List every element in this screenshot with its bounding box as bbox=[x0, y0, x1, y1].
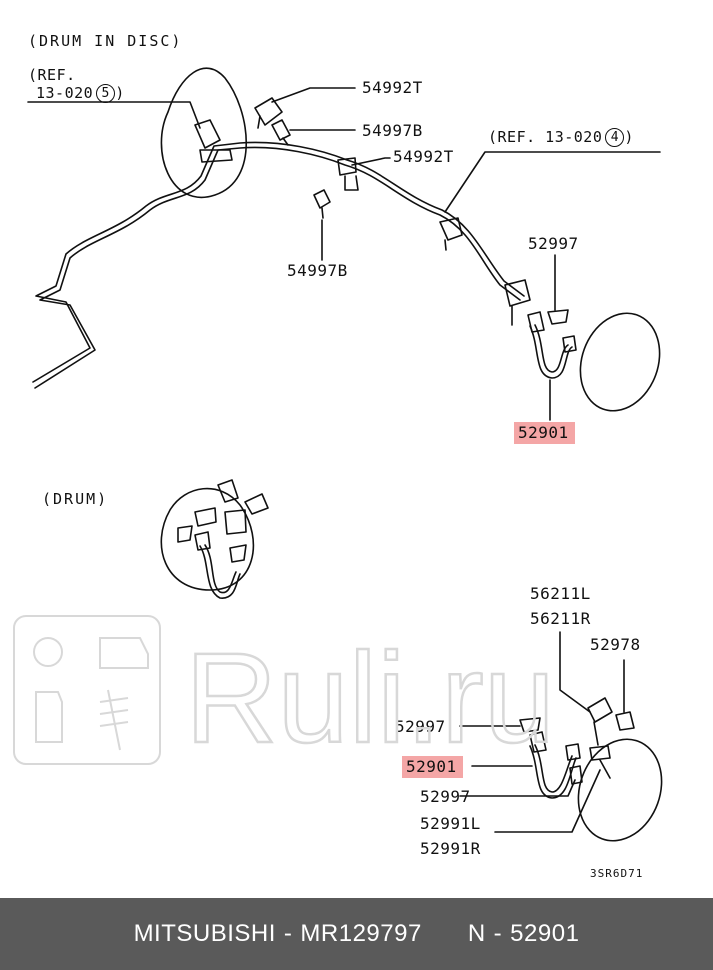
ref-left-code: 13-020 bbox=[36, 84, 94, 102]
footer-bar: MITSUBISHI - MR129797 N - 52901 bbox=[0, 898, 713, 970]
drum-clip-b bbox=[229, 544, 247, 563]
junction-block bbox=[504, 279, 531, 326]
drum-bottom bbox=[577, 738, 663, 842]
diagram-drawing bbox=[27, 67, 663, 842]
hose-top-b bbox=[529, 325, 573, 379]
part-label-52997-mid[interactable]: 52997 bbox=[395, 717, 446, 736]
part-label-52901-bottom-highlighted[interactable]: 52901 bbox=[402, 756, 463, 778]
ref-left-circle: 5 bbox=[96, 84, 116, 103]
bottom-fitting-b bbox=[565, 743, 581, 761]
hose-fitting-top-2 bbox=[562, 335, 577, 353]
drum-clip-c bbox=[194, 507, 217, 527]
footer-n-separator: - bbox=[493, 920, 503, 947]
part-label-52997-top[interactable]: 52997 bbox=[528, 234, 579, 253]
ref-right-close: ) bbox=[624, 128, 634, 146]
bottom-clip-52997-low bbox=[569, 765, 583, 785]
section-title-drum-in-disc: (DRUM IN DISC) bbox=[28, 32, 183, 50]
part-label-52997-low[interactable]: 52997 bbox=[420, 787, 471, 806]
watermark-text: Ruli.ru bbox=[185, 627, 555, 770]
watermark-icon-frame bbox=[13, 615, 161, 765]
ref-left-close: ) bbox=[115, 84, 125, 102]
watermark-icon-oil bbox=[35, 691, 63, 743]
bottom-bolt-52978 bbox=[615, 711, 635, 731]
part-label-52991R[interactable]: 52991R bbox=[420, 839, 481, 858]
part-label-52991L[interactable]: 52991L bbox=[420, 814, 481, 833]
part-label-52901-top-highlighted[interactable]: 52901 bbox=[514, 422, 575, 444]
line-fitting-left-2 bbox=[199, 149, 233, 163]
part-label-54992T-a[interactable]: 54992T bbox=[362, 78, 423, 97]
watermark-icon-spring bbox=[99, 689, 129, 751]
drum-hose-a bbox=[204, 544, 237, 594]
hose-top-a bbox=[534, 324, 569, 373]
clip-top bbox=[254, 97, 283, 129]
brake-line-main-a bbox=[34, 146, 521, 389]
bolt-low bbox=[313, 189, 331, 219]
bottom-bracket-56211 bbox=[587, 697, 613, 746]
leader-54992T-a bbox=[271, 87, 356, 103]
leader-54992T-b bbox=[351, 157, 391, 166]
drum-bolt-a bbox=[217, 479, 239, 503]
part-label-54997B-b[interactable]: 54997B bbox=[287, 261, 348, 280]
leader-ref-left bbox=[27, 101, 201, 129]
bolt-top bbox=[271, 119, 291, 146]
footer-brand: MITSUBISHI bbox=[133, 920, 276, 947]
ref-left-line1: (REF. bbox=[28, 66, 76, 84]
footer-part-number: MR129797 bbox=[300, 920, 422, 947]
footer-separator: - bbox=[283, 920, 293, 947]
part-label-56211L[interactable]: 56211L bbox=[530, 584, 591, 603]
drum-block bbox=[224, 509, 247, 535]
drum-fitting-a bbox=[194, 531, 211, 551]
bottom-fitting-a bbox=[529, 731, 547, 753]
part-label-54997B-a[interactable]: 54997B bbox=[362, 121, 423, 140]
part-label-56211R[interactable]: 56211R bbox=[530, 609, 591, 628]
leader-52991 bbox=[494, 769, 601, 833]
part-label-52978[interactable]: 52978 bbox=[590, 635, 641, 654]
ref-right-text: (REF. 13-020 bbox=[488, 128, 603, 146]
bracket-right-line bbox=[439, 217, 463, 251]
watermark-icon-door bbox=[99, 637, 149, 669]
line-fitting-left bbox=[194, 119, 221, 149]
watermark: Ruli.ru bbox=[0, 610, 713, 770]
drum-bracket bbox=[244, 493, 269, 515]
drum-hose-b bbox=[199, 545, 241, 599]
backing-plate-left bbox=[160, 67, 247, 198]
drum-plate bbox=[160, 487, 255, 591]
ref-right-circle: 4 bbox=[605, 128, 625, 147]
footer-n-label: N bbox=[467, 920, 486, 947]
brake-line-main-b bbox=[32, 141, 525, 383]
footer-n-value: 52901 bbox=[510, 920, 580, 947]
watermark-icon-light bbox=[33, 637, 63, 667]
hose-fitting-top bbox=[527, 311, 545, 333]
section-title-drum: (DRUM) bbox=[42, 490, 109, 508]
leader-ref-right bbox=[444, 151, 661, 213]
bottom-clip-52997-mid bbox=[519, 717, 541, 733]
drum-clip-a bbox=[177, 525, 193, 543]
clip-mid bbox=[337, 157, 359, 191]
drum-right bbox=[579, 312, 661, 412]
part-label-54992T-b[interactable]: 54992T bbox=[393, 147, 454, 166]
bottom-bracket-52991 bbox=[589, 745, 611, 779]
leader-56211 bbox=[559, 631, 591, 713]
leader-52997-low bbox=[459, 779, 576, 797]
figure-code: 3SR6D71 bbox=[590, 867, 644, 880]
clip-52997-top bbox=[547, 309, 569, 325]
bottom-hose-a bbox=[534, 744, 573, 793]
watermark-logo: Ruli.ru bbox=[13, 615, 556, 770]
